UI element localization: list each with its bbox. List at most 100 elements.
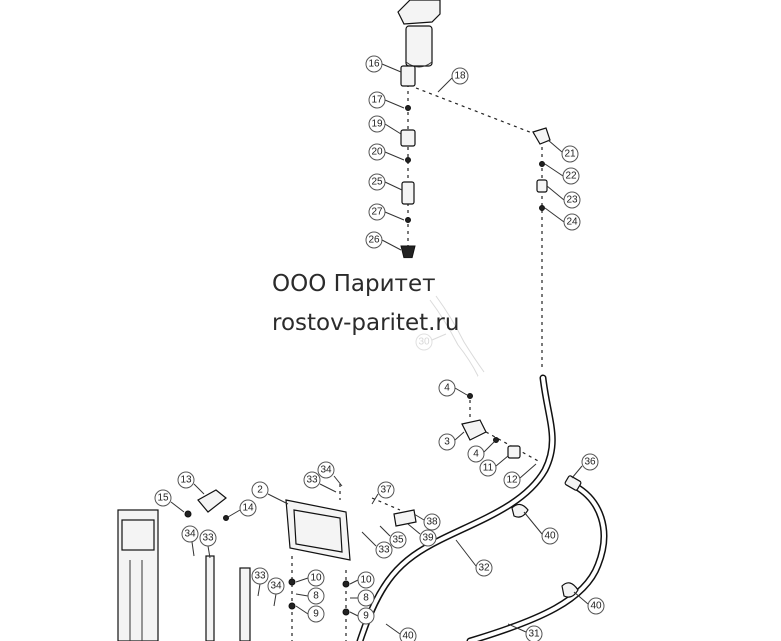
callout-40-bottom: 40 — [385, 623, 417, 641]
radiator-bracket — [117, 484, 417, 641]
svg-text:15: 15 — [157, 493, 169, 504]
svg-text:11: 11 — [483, 463, 494, 474]
callout-13: 13 — [177, 471, 205, 495]
callout-36: 36 — [571, 453, 599, 479]
watermark-panel — [248, 258, 536, 376]
callout-39: 39 — [407, 523, 437, 547]
svg-text:9: 9 — [313, 609, 319, 620]
svg-text:40: 40 — [544, 531, 556, 542]
svg-text:40: 40 — [402, 631, 414, 641]
callout-18: 18 — [437, 67, 469, 93]
fitting-23 — [536, 179, 548, 193]
fitting-16 — [400, 65, 416, 87]
callout-14: 14 — [227, 499, 257, 518]
fitting-3 — [461, 419, 487, 441]
callout-40-mid: 40 — [523, 511, 559, 545]
callout-26: 26 — [365, 231, 402, 251]
watermark-website: rostov-paritet.ru — [272, 310, 460, 336]
callout-4-top: 4 — [438, 379, 468, 397]
hoses — [356, 374, 608, 641]
washer-20 — [405, 157, 411, 163]
svg-text:17: 17 — [371, 95, 383, 106]
callout-40-right: 40 — [573, 591, 605, 615]
svg-text:4: 4 — [444, 383, 450, 394]
callout-3: 3 — [438, 431, 465, 451]
svg-text:33: 33 — [306, 475, 318, 486]
callout-25: 25 — [368, 173, 403, 191]
callout-19: 19 — [368, 115, 402, 135]
callout-8-left: 8 — [295, 587, 325, 605]
callout-33-bottom: 33 — [251, 567, 269, 597]
nut-11 — [507, 445, 521, 459]
callout-37: 37 — [371, 481, 395, 505]
callout-38: 38 — [413, 513, 441, 531]
svg-text:23: 23 — [566, 195, 578, 206]
callout-34-left: 34 — [181, 525, 199, 557]
fitting-19 — [400, 129, 416, 147]
washer-17 — [405, 105, 411, 111]
svg-text:33: 33 — [378, 545, 390, 556]
callout-17: 17 — [368, 91, 405, 109]
svg-text:40: 40 — [590, 601, 602, 612]
callout-21: 21 — [547, 139, 579, 163]
callout-22: 22 — [544, 163, 580, 185]
callout-34-top: 34 — [317, 461, 343, 487]
svg-text:10: 10 — [360, 575, 372, 586]
svg-text:14: 14 — [242, 503, 254, 514]
svg-text:20: 20 — [371, 147, 383, 158]
callout-34-bottom: 34 — [267, 577, 285, 607]
lower-fittings — [461, 393, 541, 463]
callout-31: 31 — [507, 623, 543, 641]
callout-20: 20 — [368, 143, 405, 161]
svg-text:16: 16 — [368, 59, 380, 70]
svg-text:8: 8 — [363, 593, 369, 604]
svg-text:35: 35 — [392, 535, 404, 546]
svg-text:26: 26 — [368, 235, 380, 246]
washer-27 — [405, 217, 411, 223]
svg-text:31: 31 — [528, 629, 540, 640]
svg-text:24: 24 — [566, 217, 578, 228]
right-fitting-stack — [532, 127, 551, 370]
part-13 — [197, 489, 227, 513]
callout-2: 2 — [251, 481, 289, 505]
callout-9-left: 9 — [295, 605, 325, 623]
callout-10-right: 10 — [349, 571, 375, 589]
svg-text:10: 10 — [310, 573, 322, 584]
svg-text:3: 3 — [444, 437, 450, 448]
fitting-36 — [564, 475, 582, 491]
svg-text:37: 37 — [380, 485, 392, 496]
callout-27: 27 — [368, 203, 405, 221]
fitting-26 — [400, 245, 416, 259]
callout-23: 23 — [546, 185, 581, 209]
fitting-21 — [532, 127, 551, 145]
callout-10-left: 10 — [295, 569, 325, 587]
washer-24 — [539, 205, 545, 211]
callout-12: 12 — [503, 463, 537, 489]
svg-text:9: 9 — [363, 611, 369, 622]
svg-text:2: 2 — [257, 485, 263, 496]
svg-text:21: 21 — [564, 149, 576, 160]
svg-text:27: 27 — [371, 207, 383, 218]
callout-15: 15 — [154, 489, 185, 513]
watermark-company-name: ООО Паритет — [272, 271, 436, 297]
svg-text:33: 33 — [202, 533, 214, 544]
svg-text:4: 4 — [473, 449, 479, 460]
svg-text:34: 34 — [320, 465, 332, 476]
svg-text:39: 39 — [422, 533, 434, 544]
callout-33-mid: 33 — [361, 531, 393, 559]
svg-text:33: 33 — [254, 571, 266, 582]
svg-text:19: 19 — [371, 119, 383, 130]
filter-assembly — [397, 0, 441, 68]
clamp-40a — [511, 503, 529, 518]
callout-35: 35 — [379, 525, 407, 549]
callout-8-right: 8 — [350, 589, 375, 607]
svg-text:25: 25 — [371, 177, 383, 188]
svg-text:38: 38 — [426, 517, 438, 528]
callout-4-bottom: 4 — [467, 441, 495, 463]
svg-text:12: 12 — [506, 475, 518, 486]
svg-text:34: 34 — [270, 581, 282, 592]
callout-32: 32 — [455, 539, 493, 577]
callout-16: 16 — [365, 55, 402, 73]
washer-22 — [539, 161, 545, 167]
